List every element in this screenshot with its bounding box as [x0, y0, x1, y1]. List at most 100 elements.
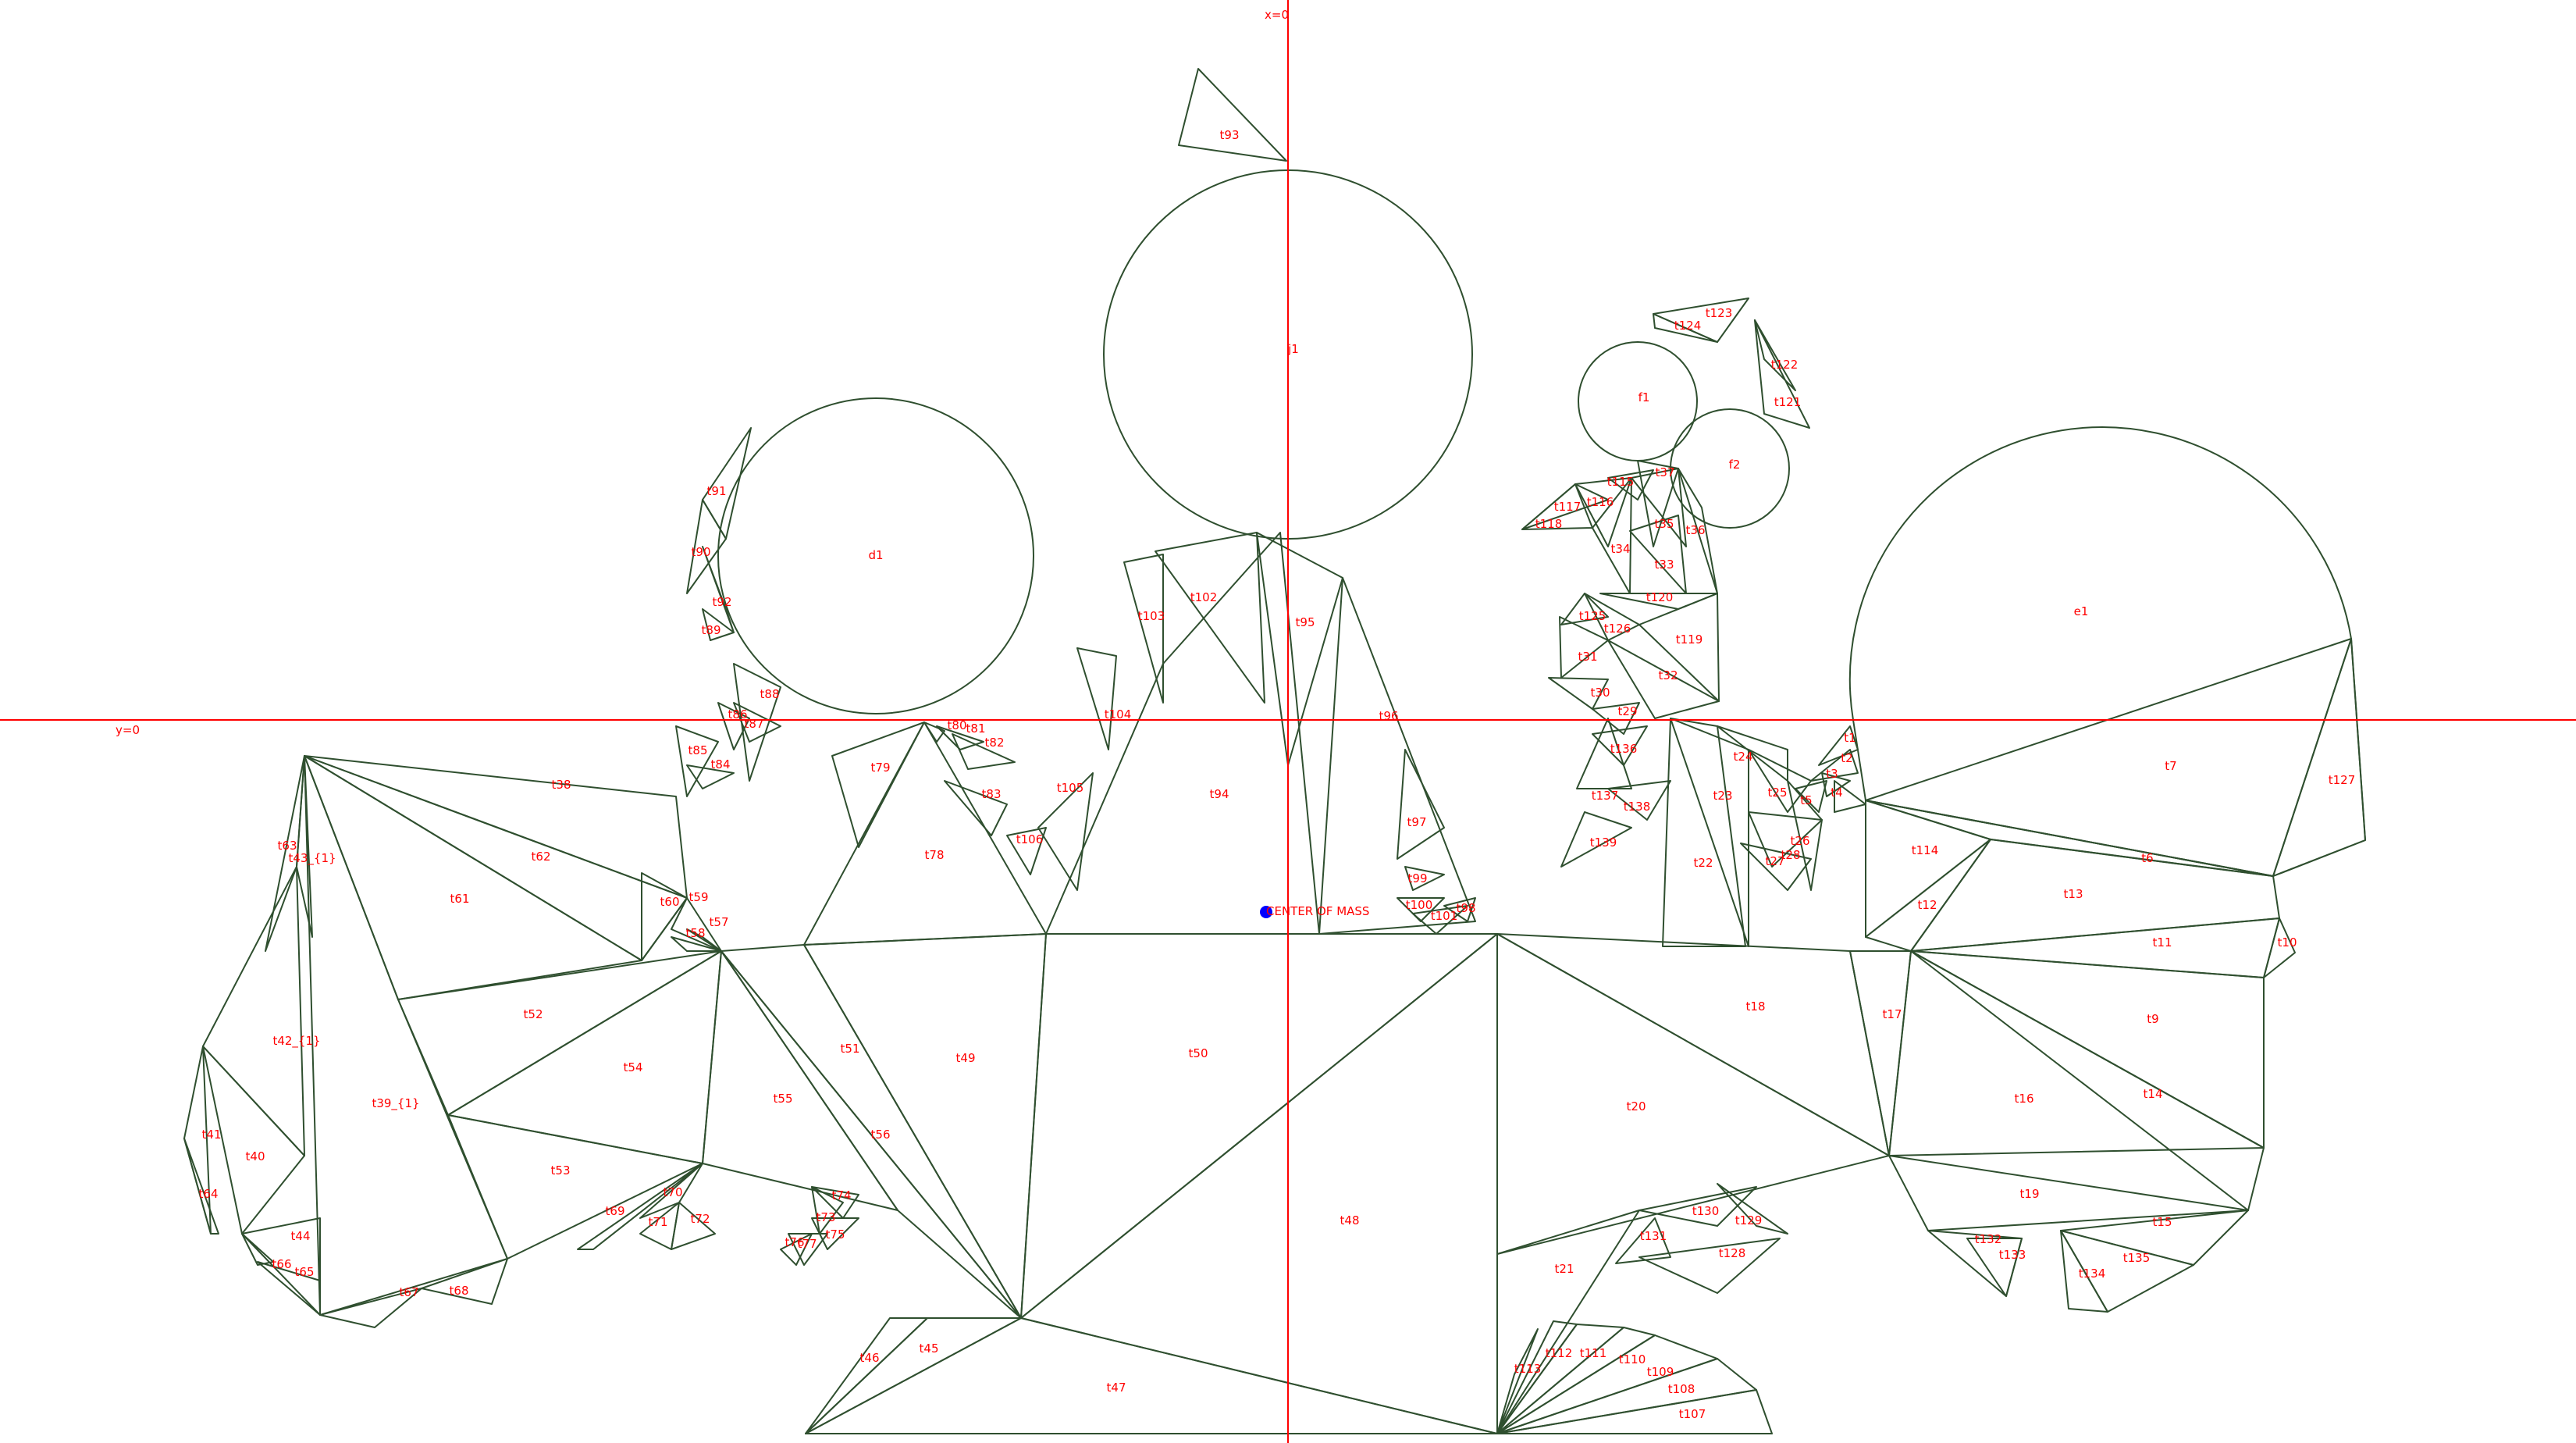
label-t76: t76 — [785, 1235, 805, 1249]
shape-t117 — [1521, 483, 1609, 530]
label-t68: t68 — [450, 1284, 469, 1298]
shape-t121 — [1754, 319, 1810, 429]
circle-d1 — [717, 397, 1034, 714]
shape-t95 — [1256, 532, 1343, 766]
label-t86: t86 — [728, 707, 748, 722]
label-t73: t73 — [817, 1210, 836, 1224]
label-t119: t119 — [1676, 632, 1703, 647]
label-t97: t97 — [1407, 815, 1427, 829]
shape-t100 — [1397, 897, 1445, 922]
label-t99: t99 — [1408, 871, 1428, 885]
label-t137: t137 — [1592, 789, 1619, 803]
label-t77: t77 — [798, 1237, 817, 1251]
label-t18: t18 — [1746, 999, 1766, 1014]
semicircle-e1 — [1848, 426, 2366, 877]
label-t69: t69 — [606, 1204, 625, 1218]
label-t112: t112 — [1546, 1346, 1573, 1360]
label-f2: f2 — [1729, 458, 1741, 472]
label-t91: t91 — [707, 484, 727, 498]
label-t23: t23 — [1713, 789, 1733, 803]
label-t106: t106 — [1016, 832, 1044, 846]
shape-t125 — [1560, 593, 1609, 625]
label-t46: t46 — [860, 1351, 880, 1365]
label-t13: t13 — [2064, 887, 2083, 901]
shape-t76 — [780, 1233, 813, 1266]
label-t16: t16 — [2015, 1092, 2034, 1106]
label-t48: t48 — [1340, 1213, 1360, 1227]
label-t125: t125 — [1579, 609, 1606, 623]
label-t133: t133 — [1999, 1248, 2026, 1262]
label-t31: t31 — [1578, 650, 1598, 664]
label-t90: t90 — [692, 545, 711, 559]
label-t124: t124 — [1674, 319, 1702, 333]
label-t33: t33 — [1655, 558, 1674, 572]
label-t30: t30 — [1591, 686, 1610, 700]
label-t135: t135 — [2123, 1251, 2151, 1265]
shape-t19 — [1888, 1155, 2249, 1231]
label-t50: t50 — [1189, 1046, 1208, 1060]
label-t117: t117 — [1554, 500, 1582, 514]
label-t4: t4 — [1831, 786, 1842, 800]
shape-t106 — [1006, 827, 1047, 875]
shape-t126 — [1584, 593, 1640, 641]
shape-t23 — [1670, 718, 1749, 947]
label-j1: j1 — [1287, 342, 1299, 356]
label-t100: t100 — [1406, 898, 1433, 912]
label-e1: e1 — [2074, 604, 2089, 618]
label-t94: t94 — [1210, 787, 1229, 801]
shape-t43_1 — [296, 755, 313, 938]
label-t83: t83 — [982, 787, 1002, 801]
center-of-mass-dot-icon — [1260, 906, 1272, 918]
label-t92: t92 — [713, 595, 732, 609]
shape-t122 — [1754, 319, 1796, 391]
label-t39-1: t39_{1} — [372, 1096, 419, 1111]
shape-t69 — [577, 1163, 703, 1250]
label-t49: t49 — [956, 1051, 976, 1065]
label-t113: t113 — [1514, 1362, 1542, 1376]
shape-t93 — [1178, 68, 1287, 162]
label-t102: t102 — [1190, 590, 1218, 604]
center-of-mass-label: CENTER OF MASS — [1266, 904, 1369, 918]
label-t115: t115 — [1607, 475, 1635, 489]
shape-t32 — [1607, 640, 1720, 719]
shape-t24 — [1717, 725, 1788, 782]
shape-t29 — [1592, 702, 1640, 735]
label-t28: t28 — [1781, 848, 1801, 862]
shape-t90 — [686, 499, 727, 594]
shape-t130 — [1638, 1186, 1757, 1227]
shape-t92 — [702, 546, 735, 633]
shape-t138 — [1607, 780, 1671, 821]
label-t15: t15 — [2153, 1215, 2172, 1229]
shape-t10 — [2263, 917, 2296, 978]
label-t52: t52 — [524, 1007, 543, 1021]
shape-t70 — [639, 1163, 703, 1219]
shape-t72 — [671, 1202, 716, 1250]
label-t123: t123 — [1706, 306, 1733, 320]
shape-t74 — [811, 1186, 859, 1219]
shape-t124 — [1653, 313, 1718, 343]
label-t2: t2 — [1841, 751, 1852, 765]
shape-t33 — [1629, 515, 1687, 594]
x-zero-axis-label: x=0 — [1265, 8, 1289, 22]
label-t20: t20 — [1627, 1099, 1646, 1113]
shape-t87 — [733, 702, 781, 743]
shape-t40 — [202, 1046, 305, 1235]
label-t17: t17 — [1883, 1007, 1902, 1021]
label-t70: t70 — [664, 1185, 683, 1199]
label-t10: t10 — [2278, 935, 2297, 950]
shape-t45 — [805, 1317, 1022, 1434]
label-t47: t47 — [1107, 1381, 1126, 1395]
label-t58: t58 — [686, 926, 706, 940]
shape-t65 — [257, 1261, 321, 1316]
shape-t97 — [1397, 749, 1445, 860]
shape-t84 — [686, 764, 735, 789]
label-t74: t74 — [832, 1188, 852, 1202]
label-t36: t36 — [1686, 523, 1706, 537]
shape-t113 — [1496, 1328, 1539, 1434]
shape-t127 — [2272, 638, 2366, 877]
shapes-layer — [183, 68, 2366, 1434]
shape-t80 — [923, 722, 945, 743]
label-t111: t111 — [1580, 1346, 1607, 1360]
shape-t104 — [1076, 647, 1117, 750]
label-t138: t138 — [1624, 800, 1651, 814]
